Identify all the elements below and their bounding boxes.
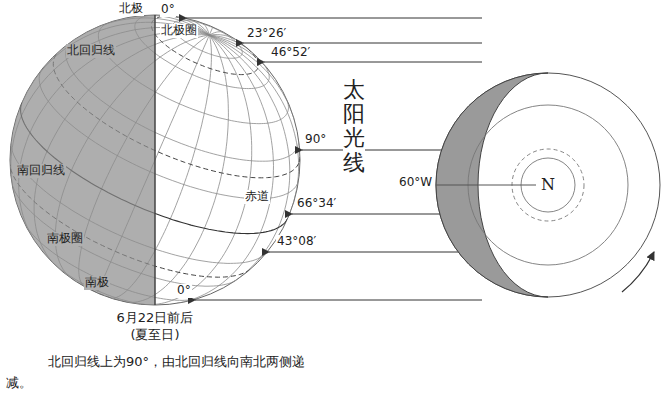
longitude-label: 60°W	[398, 176, 433, 190]
sun-rays	[186, 18, 482, 300]
angle-label: 66°34′	[296, 197, 337, 211]
circle-label: 南极圈	[46, 232, 84, 246]
angle-label: 23°26′	[246, 27, 287, 41]
night-side	[0, 0, 155, 320]
tropic-label: 南回归线	[16, 164, 66, 178]
date-label: (夏至日)	[129, 328, 180, 343]
angle-label: 46°52′	[270, 46, 311, 60]
pole-label: 北极	[118, 2, 144, 16]
angle-label: 0°	[176, 284, 192, 298]
date-label: 6月22日前后	[116, 311, 195, 326]
globe	[0, 0, 300, 320]
sunlight-label: 太阳光线	[343, 76, 365, 177]
angle-label: 43°08′	[276, 235, 317, 249]
rotation-arrow	[622, 252, 654, 292]
tropic-label: 北回归线	[66, 44, 116, 58]
pole-label: 南极	[84, 276, 110, 290]
caption: 北回归线上为90°，由北回归线向南北两侧递减。	[6, 352, 306, 394]
terminator	[154, 15, 156, 305]
angle-label: 90°	[304, 133, 327, 147]
polar-view	[436, 73, 660, 297]
north-pole-label: N	[540, 176, 556, 194]
equator-label: 赤道	[244, 190, 270, 204]
circle-label: 北极圈	[160, 24, 198, 38]
angle-label: 0°	[160, 3, 176, 17]
meridian-line	[436, 185, 536, 186]
